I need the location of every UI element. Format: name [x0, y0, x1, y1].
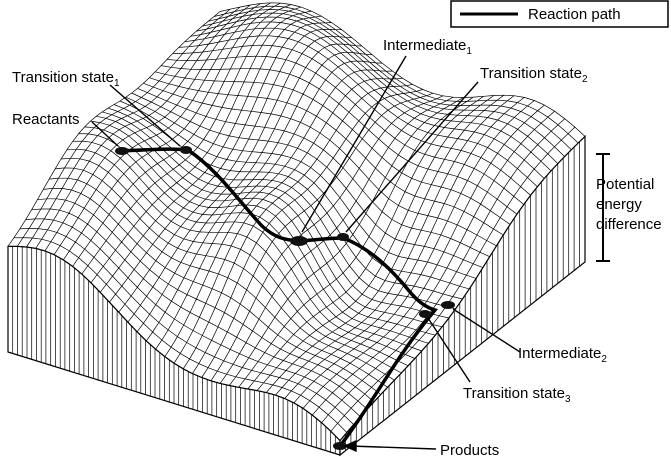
label-transition-state-3: Transition state3	[463, 385, 571, 405]
intermediate-2-dot	[441, 301, 455, 309]
surface-front-wall	[7, 245, 341, 456]
leader-transition-state-1	[109, 84, 181, 147]
leader-transition-state-2	[345, 81, 479, 233]
transition-state-3-dot	[419, 310, 431, 318]
leader-products	[349, 445, 437, 450]
transition-state-2-dot	[337, 233, 349, 241]
front-wall-hatching	[7, 246, 341, 455]
label-products: Products	[440, 442, 499, 457]
leader-lines	[91, 55, 521, 453]
reactants-dot	[115, 147, 129, 155]
leader-intermediate-1	[301, 55, 407, 233]
leader-intermediate-2	[452, 308, 521, 353]
right-wall-hatching	[339, 136, 586, 455]
legend: Reaction path	[450, 0, 669, 28]
products-dot	[333, 442, 347, 450]
legend-label: Reaction path	[528, 6, 621, 23]
label-transition-state-1: Transition state1	[12, 69, 120, 89]
label-intermediate-2: Intermediate2	[518, 345, 607, 365]
leader-transition-state-3	[427, 317, 471, 383]
energy-difference-bar	[596, 153, 610, 262]
surface-right-wall	[339, 134, 586, 457]
label-transition-state-2: Transition state2	[480, 65, 588, 85]
label-potential-energy-difference: Potential energy difference	[596, 176, 662, 233]
transition-state-1-dot	[180, 146, 192, 154]
intermediate-1-dot	[290, 236, 308, 246]
reaction-path	[115, 146, 455, 450]
label-intermediate-1: Intermediate1	[383, 37, 472, 57]
label-reactants: Reactants	[12, 111, 80, 128]
arrowhead-products	[343, 439, 357, 453]
potential-energy-surface	[7, 2, 586, 457]
leader-reactants	[91, 121, 119, 147]
